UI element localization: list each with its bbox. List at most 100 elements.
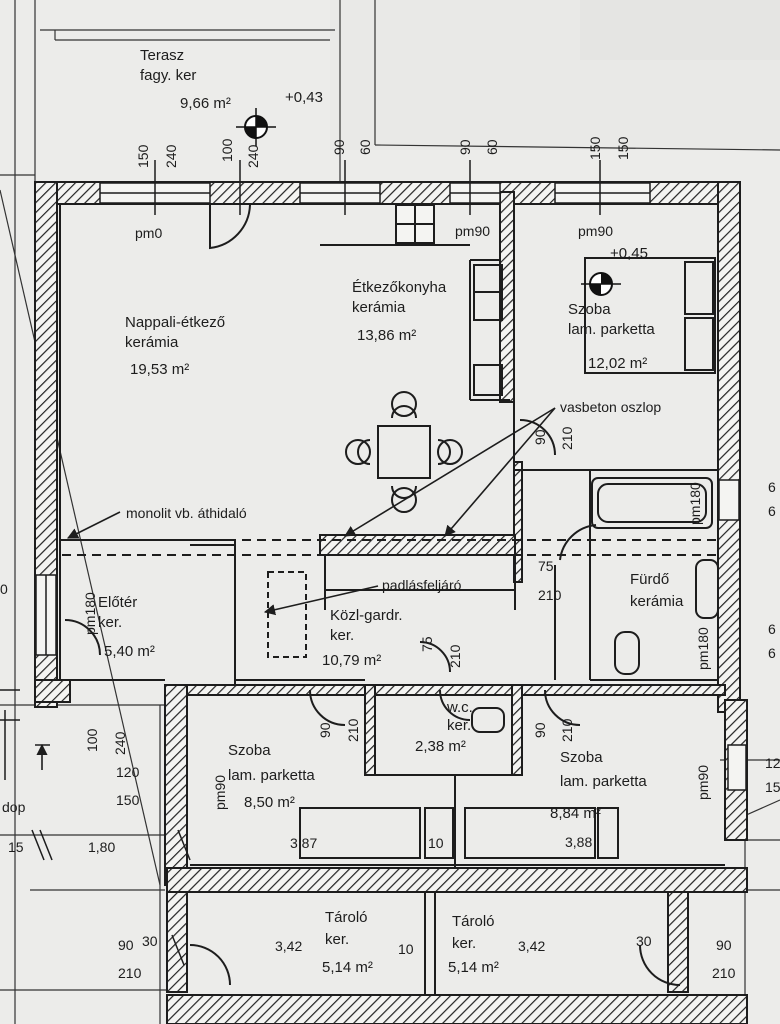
- svg-text:90: 90: [317, 722, 333, 738]
- pm-mark: pm90: [212, 775, 228, 810]
- room-material: fagy. ker: [140, 67, 196, 84]
- svg-text:90: 90: [331, 139, 347, 155]
- room-szoba1: Szoba lam. parketta 12,02 m² +0,45: [568, 245, 655, 372]
- room-eloter: Előtér ker. 5,40 m²: [98, 594, 155, 660]
- svg-text:3,87: 3,87: [290, 835, 317, 851]
- svg-text:240: 240: [112, 731, 128, 755]
- room-name: Előtér: [98, 594, 137, 611]
- svg-text:150: 150: [615, 136, 631, 160]
- svg-text:150: 150: [135, 144, 151, 168]
- room-area: 2,38 m²: [415, 738, 466, 755]
- room-konyha: Étkezőkonyha kerámia 13,86 m²: [352, 279, 447, 344]
- room-material: ker.: [325, 931, 349, 948]
- room-name: Nappali-étkező: [125, 314, 225, 331]
- horizontal-dimensions: 75 210 120 150 15 1,80 3,87 10 3,88 90 3…: [0, 479, 780, 981]
- note-vasbeton: vasbeton oszlop: [560, 399, 661, 415]
- svg-text:6: 6: [768, 645, 776, 661]
- svg-text:10: 10: [428, 835, 444, 851]
- room-name: Szoba: [228, 742, 271, 759]
- room-name: Szoba: [568, 301, 611, 318]
- room-furdo: Fürdő kerámia: [630, 571, 684, 610]
- room-material: ker.: [452, 935, 476, 952]
- pm-mark: pm90: [695, 765, 711, 800]
- svg-text:30: 30: [636, 933, 652, 949]
- window-ticks: [154, 160, 601, 215]
- svg-text:90: 90: [532, 429, 548, 445]
- room-name: Közl-gardr.: [330, 607, 403, 624]
- svg-text:60: 60: [484, 139, 500, 155]
- room-material: ker.: [330, 627, 354, 644]
- svg-text:12: 12: [765, 755, 780, 771]
- note-monolit: monolit vb. áthidaló: [126, 505, 247, 521]
- svg-text:10: 10: [398, 941, 414, 957]
- room-kozl: Közl-gardr. ker. 10,79 m²: [322, 607, 403, 669]
- svg-text:240: 240: [245, 144, 261, 168]
- pm-mark: pm90: [455, 223, 490, 239]
- svg-text:6: 6: [768, 503, 776, 519]
- pm-mark: pm180: [687, 482, 703, 525]
- room-name: Terasz: [140, 47, 184, 64]
- interior-lines: [59, 205, 725, 995]
- svg-text:75: 75: [419, 636, 435, 652]
- room-area: 8,84 m²: [550, 805, 601, 822]
- svg-text:210: 210: [447, 644, 463, 668]
- room-tarolo2: Tároló ker. 5,14 m²: [448, 913, 499, 976]
- room-area: 5,40 m²: [104, 643, 155, 660]
- pm-mark: pm90: [578, 223, 613, 239]
- svg-text:6: 6: [768, 621, 776, 637]
- room-material: ker.: [98, 614, 122, 631]
- svg-text:210: 210: [538, 587, 562, 603]
- svg-text:15: 15: [765, 779, 780, 795]
- room-material: kerámia: [630, 593, 684, 610]
- room-area: 12,02 m²: [588, 355, 647, 372]
- note-dop: dop: [2, 799, 26, 815]
- svg-text:0: 0: [0, 581, 8, 597]
- svg-text:90: 90: [118, 937, 134, 953]
- room-area: 10,79 m²: [322, 652, 381, 669]
- room-area: 13,86 m²: [357, 327, 416, 344]
- svg-text:6: 6: [768, 479, 776, 495]
- svg-text:210: 210: [559, 426, 575, 450]
- left-markers: [0, 689, 191, 966]
- svg-text:120: 120: [116, 764, 140, 780]
- svg-text:1,80: 1,80: [88, 839, 115, 855]
- svg-text:3,88: 3,88: [565, 834, 592, 850]
- room-szoba3: Szoba lam. parketta 8,84 m²: [550, 749, 647, 822]
- level-label: +0,45: [610, 245, 648, 262]
- svg-text:150: 150: [116, 792, 140, 808]
- level-label: +0,43: [285, 89, 323, 106]
- room-name: w.c.: [446, 699, 473, 716]
- svg-text:210: 210: [559, 718, 575, 742]
- room-szoba2: Szoba lam. parketta 8,50 m²: [228, 742, 315, 811]
- top-dimensions: 150 240 100 240 90 60 90 60 150 150: [135, 136, 631, 168]
- room-nappali: Nappali-étkező kerámia 19,53 m²: [125, 314, 225, 378]
- svg-text:240: 240: [163, 144, 179, 168]
- svg-text:100: 100: [84, 728, 100, 752]
- svg-text:3,42: 3,42: [275, 938, 302, 954]
- room-wc: w.c. ker. 2,38 m²: [415, 699, 473, 755]
- room-terasz: Terasz fagy. ker 9,66 m² +0,43: [140, 47, 323, 112]
- arrows: [36, 407, 556, 770]
- pm-mark: pm0: [135, 225, 162, 241]
- room-material: kerámia: [125, 334, 179, 351]
- room-area: 19,53 m²: [130, 361, 189, 378]
- pm-mark: pm180: [695, 627, 711, 670]
- room-name: Étkezőkonyha: [352, 279, 447, 296]
- room-area: 5,14 m²: [322, 959, 373, 976]
- room-tarolo1: Tároló ker. 5,14 m²: [322, 909, 373, 976]
- room-name: Tároló: [325, 909, 368, 926]
- svg-text:150: 150: [587, 136, 603, 160]
- svg-text:100: 100: [219, 138, 235, 162]
- svg-text:3,42: 3,42: [518, 938, 545, 954]
- svg-text:90: 90: [532, 722, 548, 738]
- svg-text:15: 15: [8, 839, 24, 855]
- room-material: kerámia: [352, 299, 406, 316]
- svg-text:210: 210: [712, 965, 736, 981]
- svg-text:75: 75: [538, 558, 554, 574]
- room-material: ker.: [447, 717, 471, 734]
- room-area: 8,50 m²: [244, 794, 295, 811]
- svg-text:90: 90: [457, 139, 473, 155]
- room-material: lam. parketta: [560, 773, 647, 790]
- room-area: 9,66 m²: [180, 95, 231, 112]
